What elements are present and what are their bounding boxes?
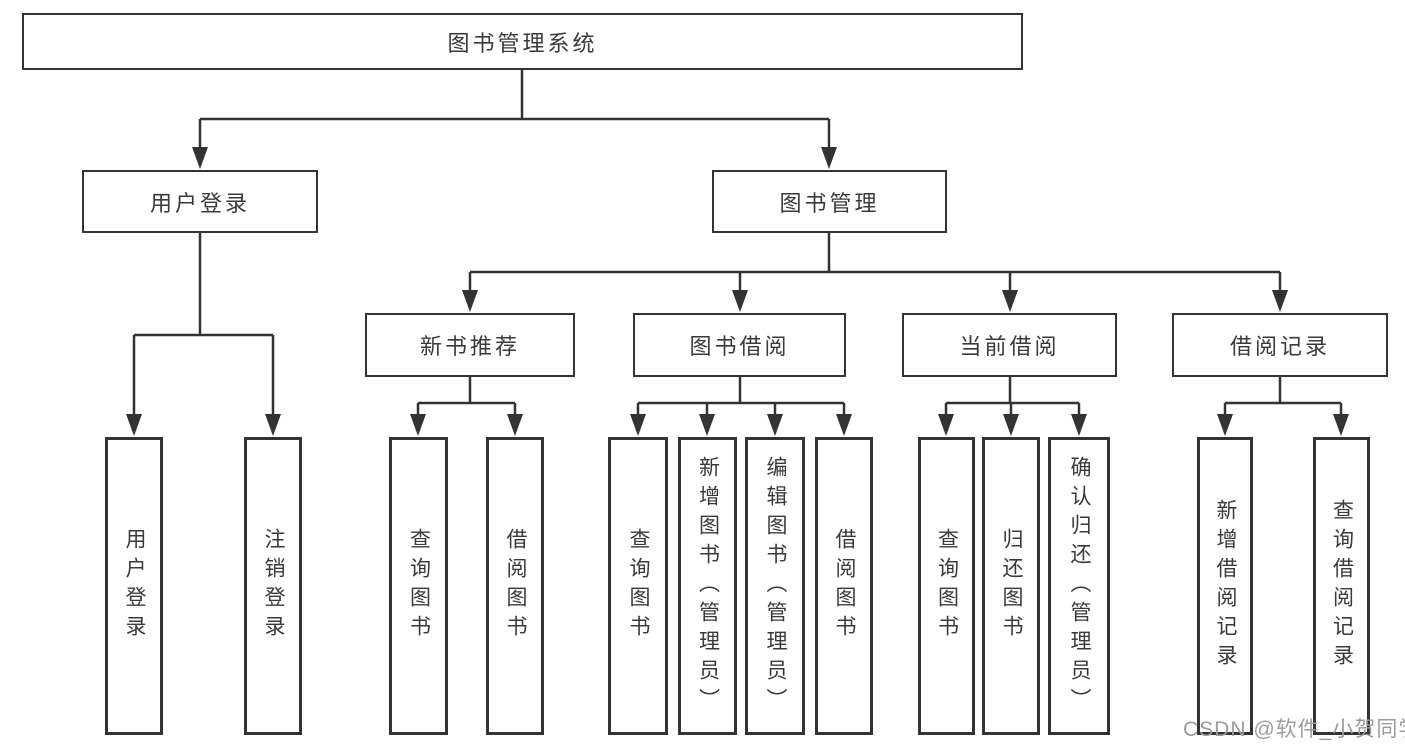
- node-current-borrow: 当前借阅: [902, 313, 1117, 377]
- node-book-borrow: 图书借阅: [633, 313, 846, 377]
- leaf-borrow-books: 借阅图书: [815, 437, 873, 735]
- leaf-confirm-return-admin: 确认归还（管理员）: [1048, 437, 1110, 735]
- leaf-user-login: 用户登录: [105, 437, 163, 735]
- leaf-current-query-books: 查询图书: [918, 437, 975, 735]
- leaf-logout: 注销登录: [244, 437, 302, 735]
- node-new-book-recommend: 新书推荐: [365, 313, 575, 377]
- leaf-recommend-borrow-books: 借阅图书: [486, 437, 544, 735]
- node-user-login: 用户登录: [82, 170, 318, 233]
- leaf-return-books: 归还图书: [982, 437, 1040, 735]
- leaf-borrow-query-books: 查询图书: [608, 437, 668, 735]
- csdn-watermark: CSDN @软件_小贺同学: [1183, 718, 1405, 741]
- node-borrow-records: 借阅记录: [1172, 313, 1388, 377]
- leaf-add-books-admin: 新增图书（管理员）: [678, 437, 737, 735]
- leaf-recommend-query-books: 查询图书: [389, 437, 448, 735]
- leaf-query-borrow-record: 查询借阅记录: [1313, 437, 1370, 735]
- node-book-management: 图书管理: [712, 170, 947, 233]
- leaf-add-borrow-record: 新增借阅记录: [1197, 437, 1253, 735]
- leaf-edit-books-admin: 编辑图书（管理员）: [745, 437, 805, 735]
- node-root-system: 图书管理系统: [22, 13, 1023, 70]
